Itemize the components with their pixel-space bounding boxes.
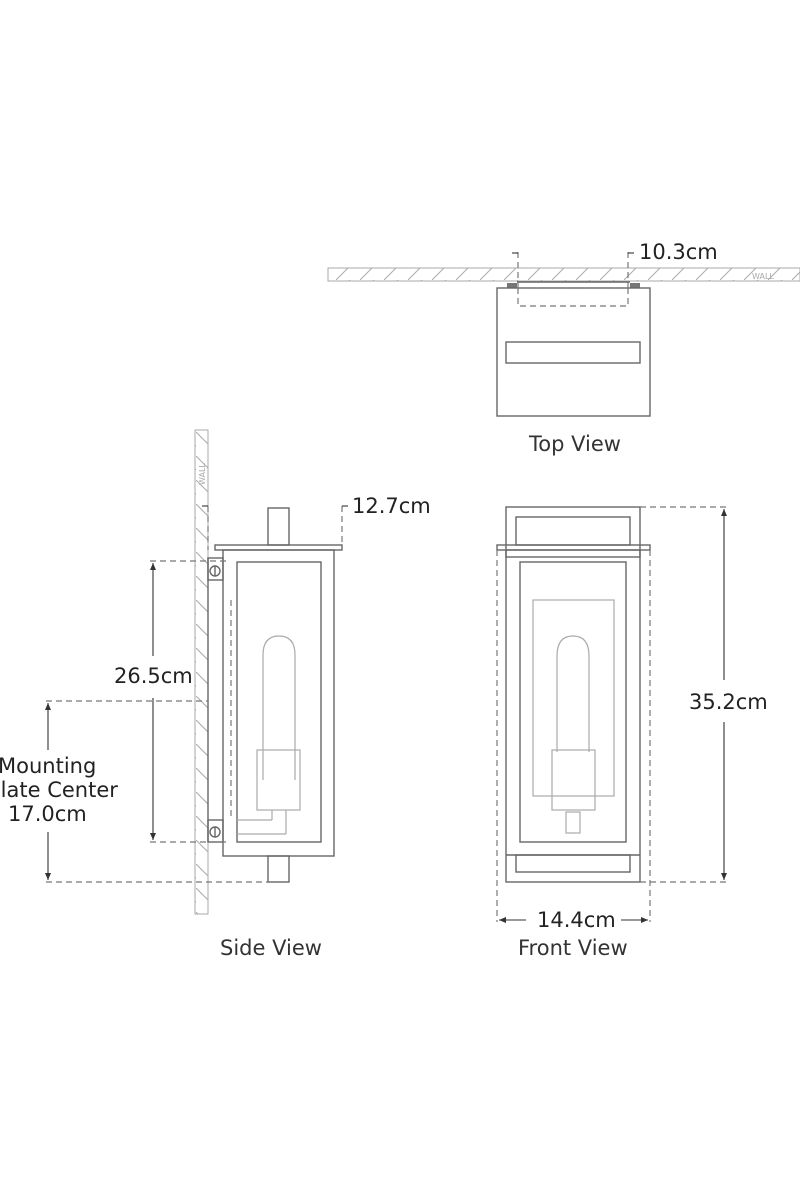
front-width-dimension: 14.4cm (537, 908, 616, 932)
top-width-dimension: 10.3cm (639, 240, 718, 264)
front-view-label: Front View (518, 936, 628, 960)
front-frame-inner (519, 561, 627, 843)
front-top-cap-outer (505, 506, 641, 558)
top-view: WALL 10.3cm Top View (327, 240, 800, 456)
side-frame-inner (236, 561, 322, 843)
front-bulb (556, 635, 590, 752)
top-wall-label: WALL (752, 272, 774, 281)
top-body (496, 287, 651, 417)
top-bracket-right (630, 283, 640, 288)
front-socket (551, 749, 596, 811)
top-bracket-left (507, 283, 517, 288)
front-stem (565, 811, 581, 834)
side-view: WALL 12.7cm 26.5cm (0, 429, 431, 960)
side-cap (214, 544, 343, 551)
front-glass-panel (532, 599, 615, 797)
top-wall (327, 267, 800, 282)
side-projection-dimension: 12.7cm (352, 494, 431, 518)
side-top-finial (267, 507, 290, 546)
mounting-center-dimension: 17.0cm (8, 802, 87, 826)
front-bottom-cap (515, 854, 631, 873)
top-mount-plate (517, 287, 629, 307)
mounting-label-line1: Mounting (0, 754, 96, 778)
backplate-height-dimension: 26.5cm (114, 664, 193, 688)
top-view-label: Top View (528, 432, 621, 456)
side-bulb (262, 635, 296, 780)
side-socket (256, 749, 301, 811)
front-top-cap-inner (515, 516, 631, 546)
front-frame-outer (505, 549, 641, 883)
front-view: 35.2cm 14.4cm Front View (496, 506, 768, 960)
side-wall-label: WALL (198, 463, 207, 485)
side-view-label: Side View (220, 936, 322, 960)
side-bottom-finial (267, 855, 290, 883)
front-cap-ledge (496, 544, 651, 551)
front-height-dimension: 35.2cm (689, 690, 768, 714)
top-slot (505, 341, 641, 364)
mounting-label-line2: Plate Center (0, 778, 118, 802)
